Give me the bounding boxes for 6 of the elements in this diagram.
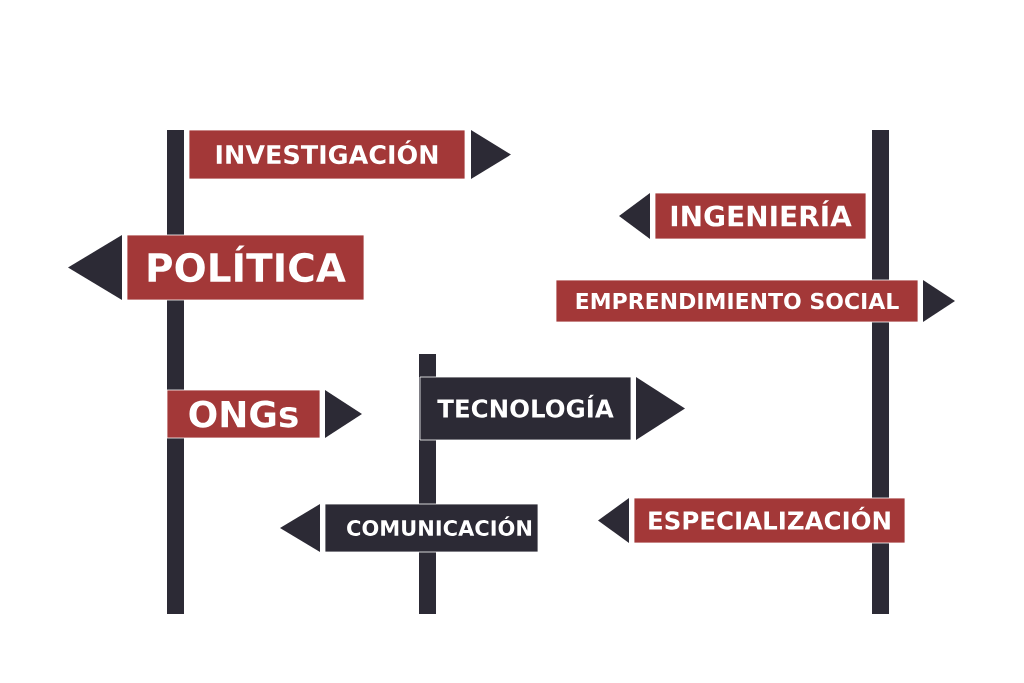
sign-board: EMPRENDIMIENTO SOCIAL (555, 279, 919, 323)
sign-board: INGENIERÍA (654, 192, 867, 240)
sign-board: INVESTIGACIÓN (188, 129, 466, 180)
sign-board: ESPECIALIZACIÓN (633, 497, 906, 544)
sign-board: POLÍTICA (126, 234, 365, 301)
sign-board: ONGs (166, 389, 321, 439)
